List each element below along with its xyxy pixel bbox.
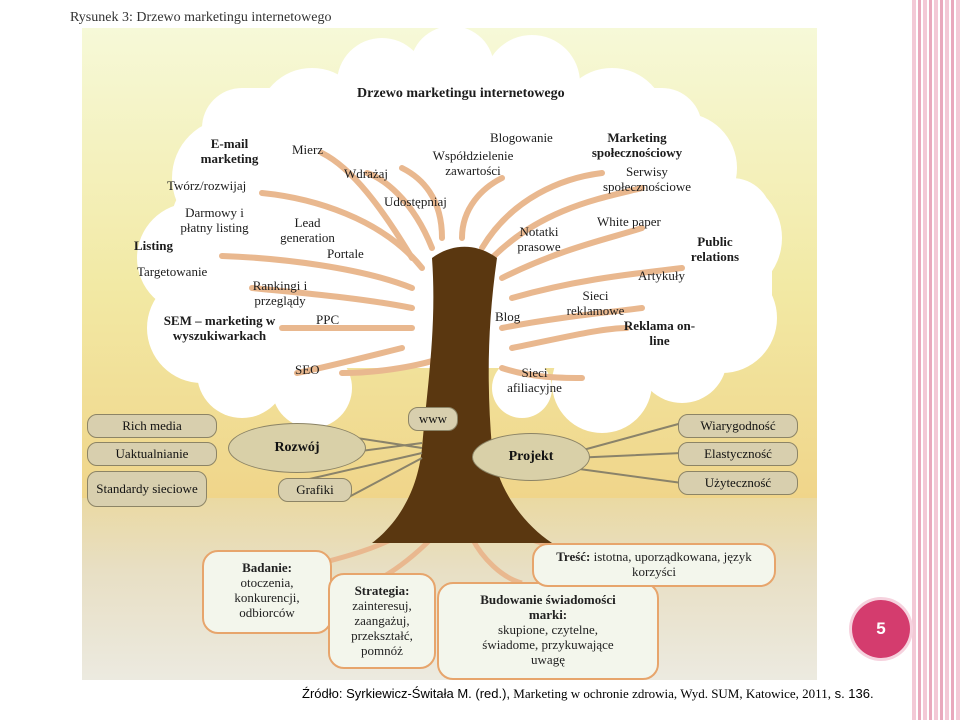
root-tresc-body: istotna, uporządkowana, język korzyści bbox=[593, 549, 752, 579]
leaf-rankingi: Rankingi i przeglądy bbox=[252, 278, 308, 308]
root-strategia-body: zainteresuj, zaangażuj, przekształć, pom… bbox=[351, 598, 413, 658]
leaf-public-relations: Public relations bbox=[690, 234, 740, 264]
root-badanie: Badanie: otoczenia, konkurencji, odbiorc… bbox=[202, 550, 332, 634]
rozwoj-item-standardy: Standardy sieciowe bbox=[87, 471, 207, 507]
figure-title: Rysunek 3: Drzewo marketingu internetowe… bbox=[70, 10, 332, 25]
source-caption: Źródło: Syrkiewicz-Świtała M. (red.), Ma… bbox=[302, 686, 874, 702]
root-strategia: Strategia: zainteresuj, zaangażuj, przek… bbox=[328, 573, 436, 669]
leaf-artykuly: Artykuły bbox=[638, 268, 685, 283]
leaf-darmowy: Darmowy i płatny listing bbox=[180, 205, 249, 235]
rozwoj-oval: Rozwój bbox=[228, 423, 366, 473]
leaf-wdrazaj: Wdrażaj bbox=[344, 166, 389, 181]
source-suffix: s. 136. bbox=[830, 686, 874, 701]
leaf-email-marketing: E-mail marketing bbox=[200, 136, 259, 166]
leaf-listing: Listing bbox=[134, 238, 174, 253]
tree-trunk bbox=[372, 246, 552, 543]
projekt-connectors bbox=[571, 422, 683, 484]
leaf-blogowanie: Blogowanie bbox=[490, 130, 553, 145]
root-badanie-head: Badanie: bbox=[242, 560, 292, 575]
leaf-wspoldzielenie: Współdzielenie zawartości bbox=[432, 148, 514, 178]
leaf-reklama-online: Reklama on-line bbox=[623, 318, 696, 348]
crown-title: Drzewo marketingu internetowego bbox=[357, 86, 565, 101]
leaf-tworz: Twórz/rozwijaj bbox=[167, 178, 247, 193]
root-budowanie: Budowanie świadomości marki: skupione, c… bbox=[437, 582, 659, 680]
leaf-blog: Blog bbox=[495, 309, 521, 324]
leaf-seo: SEO bbox=[295, 362, 320, 377]
page-number-badge: 5 bbox=[852, 600, 910, 658]
projekt-item-uzytecznosc: Użyteczność bbox=[678, 471, 798, 495]
leaf-sieci-afiliacyjne: Sieci afiliacyjne bbox=[507, 365, 562, 395]
leaf-lead-generation: Lead generation bbox=[280, 215, 335, 245]
tree-crown bbox=[137, 28, 782, 433]
leaf-udostepniaj: Udostępniaj bbox=[384, 194, 447, 209]
leaf-sem: SEM – marketing w wyszukiwarkach bbox=[163, 313, 276, 343]
source-middle: Marketing w ochronie zdrowia, Wyd. SUM, … bbox=[510, 686, 831, 701]
projekt-item-wiarygodnosc: Wiarygodność bbox=[678, 414, 798, 438]
leaf-notatki-prasowe: Notatki prasowe bbox=[517, 224, 561, 254]
leaf-ppc: PPC bbox=[316, 312, 340, 327]
leaf-sieci-reklamowe: Sieci reklamowe bbox=[566, 288, 625, 318]
rozwoj-item-grafiki: Grafiki bbox=[278, 478, 352, 502]
root-badanie-body: otoczenia, konkurencji, odbiorców bbox=[234, 575, 300, 620]
root-budowanie-body: skupione, czytelne, świadome, przykuwają… bbox=[482, 622, 614, 667]
leaf-serwisy: Serwisy społecznościowe bbox=[602, 164, 692, 194]
rozwoj-item-uaktualnianie: Uaktualnianie bbox=[87, 442, 217, 466]
tree-diagram: Drzewo marketingu internetowego Mierz E-… bbox=[82, 28, 817, 680]
leaf-marketing-spolecznosciowy: Marketing społecznościowy bbox=[591, 130, 683, 160]
projekt-item-elastycznosc: Elastyczność bbox=[678, 442, 798, 466]
leaf-targetowanie: Targetowanie bbox=[137, 264, 208, 279]
leaf-white-paper: White paper bbox=[597, 214, 661, 229]
root-tresc: Treść: istotna, uporządkowana, język kor… bbox=[532, 543, 776, 587]
leaf-mierz: Mierz bbox=[292, 142, 324, 157]
leaf-portale: Portale bbox=[327, 246, 364, 261]
projekt-oval: Projekt bbox=[472, 433, 590, 481]
source-prefix: Źródło: Syrkiewicz-Świtała M. (red.), bbox=[302, 686, 511, 701]
rozwoj-item-rich-media: Rich media bbox=[87, 414, 217, 438]
root-budowanie-head: Budowanie świadomości marki: bbox=[480, 592, 616, 622]
root-strategia-head: Strategia: bbox=[354, 583, 410, 598]
decorative-stripes bbox=[912, 0, 960, 720]
root-tresc-head: Treść: bbox=[556, 549, 591, 564]
trunk-www-label: www bbox=[408, 407, 458, 431]
tree-branches bbox=[219, 150, 685, 381]
tree-illustration bbox=[137, 28, 782, 586]
